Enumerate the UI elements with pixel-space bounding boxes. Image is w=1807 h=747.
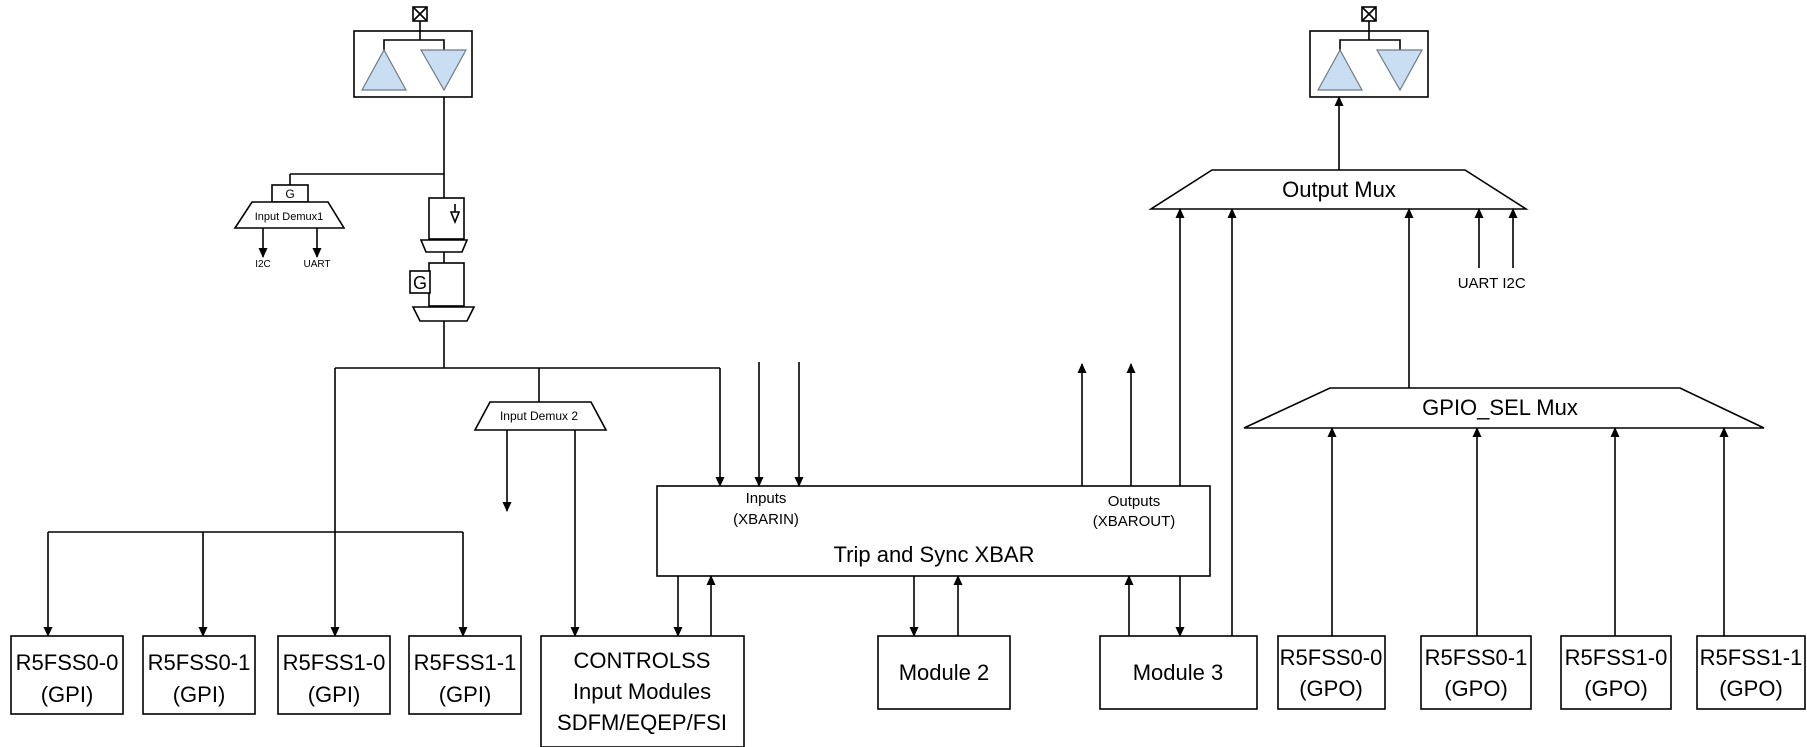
demux1-label: Input Demux1 bbox=[255, 211, 323, 223]
gpo-block-name: R5FSS0-1 bbox=[1425, 645, 1528, 670]
gpi-block-name: R5FSS1-0 bbox=[283, 650, 386, 675]
gpi-block-sub: (GPI) bbox=[41, 682, 94, 707]
xbar-outputs-sub: (XBAROUT) bbox=[1093, 513, 1176, 530]
output-mux-input-i2c: I2C bbox=[1502, 275, 1526, 292]
demux2-label: Input Demux 2 bbox=[500, 409, 578, 423]
gpi-block-name: R5FSS1-1 bbox=[414, 650, 517, 675]
gpi-block: R5FSS0-0 (GPI) bbox=[10, 635, 124, 715]
output-buffer-icon bbox=[419, 49, 468, 92]
module-2: Module 2 bbox=[877, 635, 1011, 710]
gpi-block-sub: (GPI) bbox=[439, 682, 492, 707]
gate-box bbox=[409, 270, 431, 294]
sync-flop bbox=[428, 197, 465, 240]
gpi-block: R5FSS1-0 (GPI) bbox=[277, 635, 391, 715]
gpo-block-sub: (GPO) bbox=[1299, 676, 1363, 701]
output-mux: Output Mux bbox=[1148, 169, 1529, 210]
input-sync-chain: G bbox=[409, 197, 476, 368]
gpi-block-name: R5FSS0-0 bbox=[16, 650, 119, 675]
gpo-block-sub: (GPO) bbox=[1444, 676, 1508, 701]
gpo-block: R5FSS0-1 (GPO) bbox=[1420, 635, 1532, 710]
xbar-title: Trip and Sync XBAR bbox=[834, 542, 1035, 567]
xbar-inputs-label: Inputs bbox=[746, 490, 787, 507]
gpo-block-sub: (GPO) bbox=[1584, 676, 1648, 701]
input-buffer-icon bbox=[1375, 49, 1424, 92]
right-pad-cell bbox=[1309, 6, 1429, 98]
output-mux-label: Output Mux bbox=[1282, 177, 1396, 202]
input-demux2: Input Demux 2 bbox=[473, 401, 608, 637]
trip-sync-xbar: Inputs (XBARIN) Outputs (XBAROUT) Trip a… bbox=[656, 485, 1211, 577]
gpo-block: R5FSS1-1 (GPO) bbox=[1696, 635, 1806, 710]
output-buffer-icon bbox=[1316, 48, 1364, 91]
gpio-sel-mux-label: GPIO_SEL Mux bbox=[1422, 395, 1578, 420]
gpo-block-sub: (GPO) bbox=[1719, 676, 1783, 701]
gpo-block-name: R5FSS1-0 bbox=[1565, 645, 1668, 670]
gpi-block-sub: (GPI) bbox=[308, 682, 361, 707]
controlss-line2: Input Modules bbox=[573, 679, 711, 704]
xbar-inputs-sub: (XBARIN) bbox=[733, 511, 799, 528]
gpo-block-name: R5FSS1-1 bbox=[1700, 645, 1803, 670]
controlss-line1: CONTROLSS bbox=[574, 648, 711, 673]
gate-label: G bbox=[413, 273, 427, 293]
input-demux1: G Input Demux1 I2C UART bbox=[233, 184, 346, 270]
demux1-gate-label: G bbox=[285, 187, 294, 201]
module-3: Module 3 bbox=[1099, 635, 1258, 710]
gpo-block: R5FSS1-0 (GPO) bbox=[1560, 635, 1672, 710]
sync-mux bbox=[419, 239, 469, 253]
controlss-line3: SDFM/EQEP/FSI bbox=[557, 710, 727, 735]
gpi-block: R5FSS1-1 (GPI) bbox=[408, 635, 522, 715]
gpi-block-name: R5FSS0-1 bbox=[148, 650, 251, 675]
qual-mux bbox=[411, 306, 476, 322]
gpio-sel-mux: GPIO_SEL Mux bbox=[1243, 387, 1765, 429]
demux1-output-uart: UART bbox=[303, 259, 330, 270]
left-pad-cell bbox=[353, 6, 473, 98]
gpo-block: R5FSS0-0 (GPO) bbox=[1277, 635, 1386, 710]
module3-label: Module 3 bbox=[1133, 660, 1224, 685]
module2-label: Module 2 bbox=[899, 660, 990, 685]
gpi-block: R5FSS0-1 (GPI) bbox=[142, 635, 256, 715]
qual-flop bbox=[428, 262, 465, 307]
gpo-block-name: R5FSS0-0 bbox=[1280, 645, 1383, 670]
xbar-outputs-label: Outputs bbox=[1108, 493, 1161, 510]
controlss-input-modules: CONTROLSS Input Modules SDFM/EQEP/FSI bbox=[540, 635, 745, 747]
gpi-block-sub: (GPI) bbox=[173, 682, 226, 707]
output-mux-input-uart: UART bbox=[1458, 275, 1499, 292]
input-buffer-icon bbox=[360, 48, 408, 91]
demux1-output-i2c: I2C bbox=[255, 259, 271, 270]
